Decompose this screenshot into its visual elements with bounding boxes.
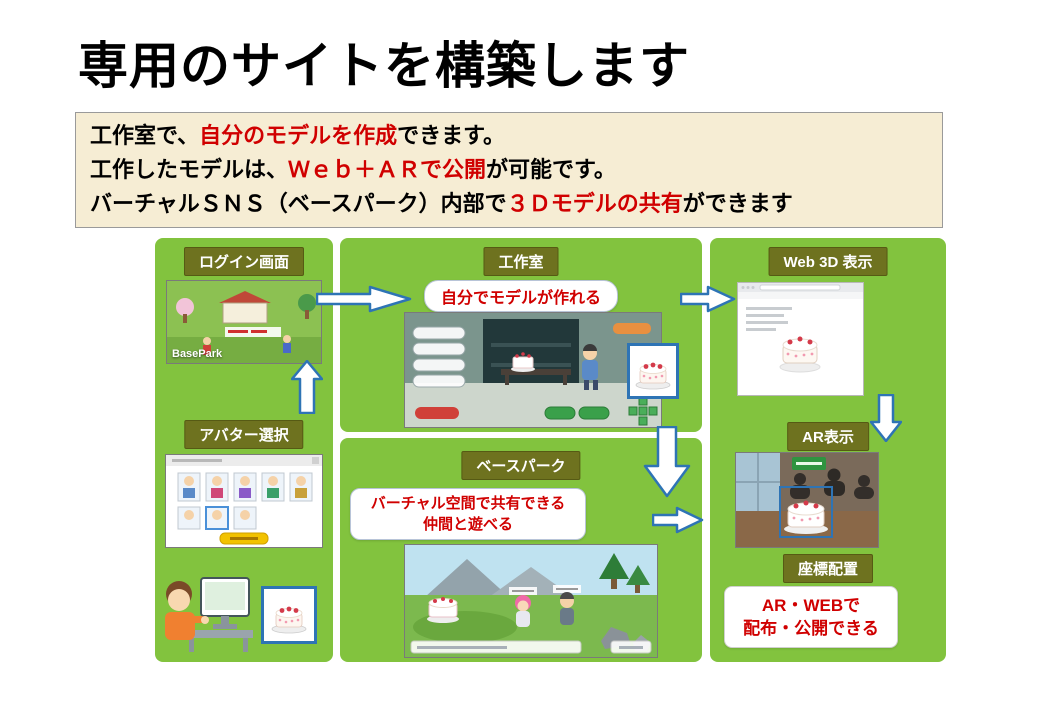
basepark-scene-graphic xyxy=(405,545,657,657)
avatar-select-screenshot xyxy=(165,454,323,548)
basepark-label: ベースパーク xyxy=(461,451,581,480)
avatar-select-graphic xyxy=(166,455,322,547)
text-segment: 工作室で、 xyxy=(90,123,200,148)
web3d-screenshot xyxy=(737,282,864,396)
cake-icon xyxy=(635,362,671,390)
text-segment-highlight: Ｗｅｂ＋ＡＲで公開 xyxy=(288,157,487,182)
basepark-banner: バーチャル空間で共有できる 仲間と遊べる xyxy=(350,488,586,540)
child-at-computer-graphic xyxy=(165,577,253,652)
ar-display-label: AR表示 xyxy=(787,422,869,451)
text-segment: 工作したモデルは、 xyxy=(90,157,289,182)
summary-box: 工作室で、自分のモデルを作成できます。 工作したモデルは、Ｗｅｂ＋ＡＲで公開が可… xyxy=(75,112,943,228)
workshop-panel: 工作室 自分でモデルが作れる xyxy=(340,238,702,432)
cake-model-thumbnail xyxy=(627,343,679,399)
child-at-computer-illustration xyxy=(159,550,255,654)
text-segment-highlight: 自分のモデルを作成 xyxy=(199,123,398,148)
login-avatar-panel: ログイン画面 BasePark アバター選択 xyxy=(155,238,333,662)
distribution-note: AR・WEBで 配布・公開できる xyxy=(724,586,898,648)
avatar-select-label: アバター選択 xyxy=(184,420,304,449)
text-segment: バーチャルＳＮＳ（ベースパーク）内部で xyxy=(90,191,507,216)
arrow-up-icon xyxy=(291,360,323,414)
ar-scene-graphic xyxy=(736,453,878,547)
text-segment: できます。 xyxy=(397,123,505,148)
distribution-note-line-1: AR・WEBで xyxy=(761,596,861,615)
workshop-label: 工作室 xyxy=(483,247,559,276)
publish-panel: Web 3D 表示 AR表示 xyxy=(710,238,946,662)
web3d-label: Web 3D 表示 xyxy=(768,247,888,276)
arrow-down-icon xyxy=(643,426,691,498)
workshop-screenshot xyxy=(404,312,662,428)
basepark-panel: ベースパーク バーチャル空間で共有できる 仲間と遊べる xyxy=(340,438,702,662)
arrow-right-icon xyxy=(680,285,736,313)
web3d-page-graphic xyxy=(738,283,863,395)
arrow-right-icon xyxy=(652,506,704,534)
basepark-banner-line-1: バーチャル空間で共有できる xyxy=(370,495,566,512)
arrow-right-icon xyxy=(316,285,412,313)
workshop-scene-graphic xyxy=(405,313,661,427)
coordinate-placement-label: 座標配置 xyxy=(782,554,874,583)
ar-screenshot xyxy=(735,452,879,548)
distribution-note-line-2: 配布・公開できる xyxy=(743,619,879,638)
summary-line-2: 工作したモデルは、Ｗｅｂ＋ＡＲで公開が可能です。 xyxy=(90,153,928,187)
text-segment: が可能です。 xyxy=(486,157,616,182)
text-segment-highlight: ３Ｄモデルの共有 xyxy=(506,191,683,216)
cake-icon xyxy=(271,606,307,634)
page-title: 専用のサイトを構築します xyxy=(78,38,690,94)
basepark-banner-line-2: 仲間と遊べる xyxy=(422,516,513,533)
arrow-down-icon xyxy=(870,394,902,442)
summary-line-3: バーチャルＳＮＳ（ベースパーク）内部で３Ｄモデルの共有ができます xyxy=(90,187,928,221)
basepark-brand-text: BasePark xyxy=(172,348,223,360)
cake-model-thumbnail xyxy=(261,586,317,644)
login-screenshot: BasePark xyxy=(166,280,322,364)
text-segment: ができます xyxy=(682,191,793,216)
basepark-screenshot xyxy=(404,544,658,658)
login-screen-label: ログイン画面 xyxy=(183,247,305,276)
summary-line-1: 工作室で、自分のモデルを作成できます。 xyxy=(90,119,928,153)
workshop-banner: 自分でモデルが作れる xyxy=(423,280,619,312)
login-scene-graphic xyxy=(167,281,321,363)
